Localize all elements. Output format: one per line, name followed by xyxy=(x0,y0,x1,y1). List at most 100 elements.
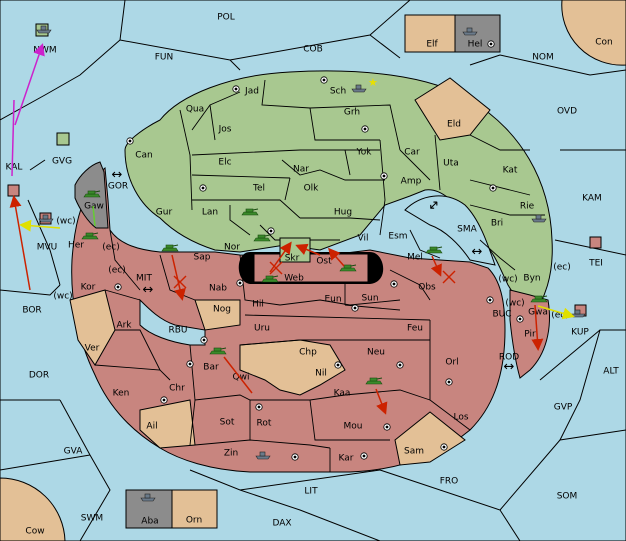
sea-label-rbu: RBU xyxy=(168,326,187,336)
coast-tag-kor-wc: (wc) xyxy=(53,292,72,302)
land-sam[interactable] xyxy=(394,411,466,466)
order-arrow-hold xyxy=(92,205,96,227)
sea-label-ovd: OVD xyxy=(557,107,577,117)
land-chp-nil[interactable] xyxy=(239,339,346,396)
land-label-tel: Tel xyxy=(252,184,265,194)
coast-tag-gwa-wc: (wc) xyxy=(505,299,524,309)
sea-label-dax: DAX xyxy=(272,519,291,529)
land-label-gaw: Gaw xyxy=(84,202,104,212)
sea-label-fun: FUN xyxy=(155,53,174,63)
land-label-nor: Nor xyxy=(224,243,240,253)
sea-label-gvg: GVG xyxy=(52,157,72,167)
sea-label-fro: FRO xyxy=(440,477,459,487)
supply-center-icon xyxy=(390,280,398,288)
sea-label-mit: MIT xyxy=(136,274,152,284)
land-eld[interactable] xyxy=(414,77,491,141)
land-labels: Elf Hel Jad Sch Qua Jos Grh Eld Can Elc … xyxy=(68,40,548,527)
land-label-kat: Kat xyxy=(503,166,518,176)
land-label-nil: Nil xyxy=(315,369,327,379)
supply-center-icon xyxy=(236,279,244,287)
land-label-hug: Hug xyxy=(334,208,352,218)
land-nog[interactable] xyxy=(194,299,241,331)
land-label-gwa: Gwa xyxy=(528,308,548,318)
supply-center-icon xyxy=(199,184,207,192)
land-label-con: Con xyxy=(595,38,613,48)
supply-center-icon xyxy=(361,125,369,133)
land-label-pir: Pir xyxy=(524,330,536,340)
land-label-ark: Ark xyxy=(116,321,132,331)
sea-label-swm: SWM xyxy=(81,514,103,524)
supply-center-icon xyxy=(440,443,448,451)
land-elf[interactable] xyxy=(404,14,456,53)
supply-center-icon xyxy=(267,227,275,235)
supply-center-icon xyxy=(380,172,388,180)
order-arrow-support xyxy=(537,305,575,320)
supply-center-icon xyxy=(445,378,453,386)
coast-tag-kor-ec: (ec) xyxy=(108,266,126,276)
land-label-feu: Feu xyxy=(407,324,423,334)
province-borders-south xyxy=(94,229,471,472)
supply-center-icon xyxy=(516,315,524,323)
land-label-lan: Lan xyxy=(202,208,218,218)
land-label-ver: Ver xyxy=(85,344,100,354)
order-arrow-support xyxy=(19,219,61,232)
land-label-bar: Bar xyxy=(203,363,219,373)
order-arrow-move xyxy=(269,241,292,273)
sea-label-cob: COB xyxy=(303,45,323,55)
island-tei xyxy=(589,236,602,249)
coast-tag-gwa-ec: (ec) xyxy=(551,311,569,321)
order-arrow-move xyxy=(430,255,442,277)
land-label-rot: Rot xyxy=(257,419,272,429)
land-label-yok: Yok xyxy=(355,148,372,158)
land-label-orn: Orn xyxy=(186,516,202,526)
order-arrow-move xyxy=(14,43,45,126)
dislodged-marks xyxy=(173,261,456,289)
land-label-skr: Skr xyxy=(285,254,300,264)
land-label-can: Can xyxy=(135,151,153,161)
supply-center-icon xyxy=(126,137,134,145)
x-icon xyxy=(442,270,456,284)
land-label-uta: Uta xyxy=(443,159,459,169)
supply-center-icon xyxy=(114,283,122,291)
land-ail[interactable] xyxy=(139,399,196,449)
land-label-sun: Sun xyxy=(361,294,378,304)
arrow-gor: ↔ xyxy=(112,168,123,183)
sea-label-gva: GVA xyxy=(64,447,84,457)
land-gwa-pir[interactable] xyxy=(509,289,550,379)
supply-center-icon xyxy=(160,396,168,404)
sea-label-som: SOM xyxy=(557,492,578,502)
supply-center-icon xyxy=(383,423,391,431)
star-icon: ★ xyxy=(368,76,378,89)
sea-label-gvp: GVP xyxy=(554,403,573,413)
arrow-mit: ↔ xyxy=(143,283,154,298)
land-label-los: Los xyxy=(453,413,468,423)
sea-labels: POL FUN COB NOM OVD KAM KAL GOR MIT SMA … xyxy=(6,13,620,537)
supply-center-icon xyxy=(489,184,497,192)
province-borders-north xyxy=(179,79,545,271)
sea-label-dor: DOR xyxy=(29,371,49,381)
land-label-jos: Jos xyxy=(218,125,232,135)
sea-label-kam: KAM xyxy=(582,194,602,204)
land-ver[interactable] xyxy=(69,289,116,366)
supply-center-icon xyxy=(487,40,495,48)
sea-label-nom: NOM xyxy=(532,53,554,63)
supply-center-icon xyxy=(351,304,359,312)
land-orn[interactable] xyxy=(171,489,218,529)
sea-label-alt: ALT xyxy=(603,367,619,377)
land-label-sap: Sap xyxy=(194,253,211,263)
land-cow[interactable] xyxy=(0,477,66,541)
order-arrow-move xyxy=(9,195,31,291)
land-label-cow: Cow xyxy=(25,527,44,537)
sea-label-gor: GOR xyxy=(108,182,128,192)
supply-center-icon xyxy=(360,452,368,460)
land-label-uru: Uru xyxy=(254,324,270,334)
land-label-chr: Chr xyxy=(169,384,185,394)
coast-tag-byn-wc: (wc) xyxy=(498,275,517,285)
land-label-nog: Nog xyxy=(213,305,231,315)
land-label-rie: Rie xyxy=(520,202,535,212)
land-label-elf: Elf xyxy=(426,40,438,50)
land-con[interactable] xyxy=(561,0,626,66)
sea-label-rod: ROD xyxy=(499,353,519,363)
